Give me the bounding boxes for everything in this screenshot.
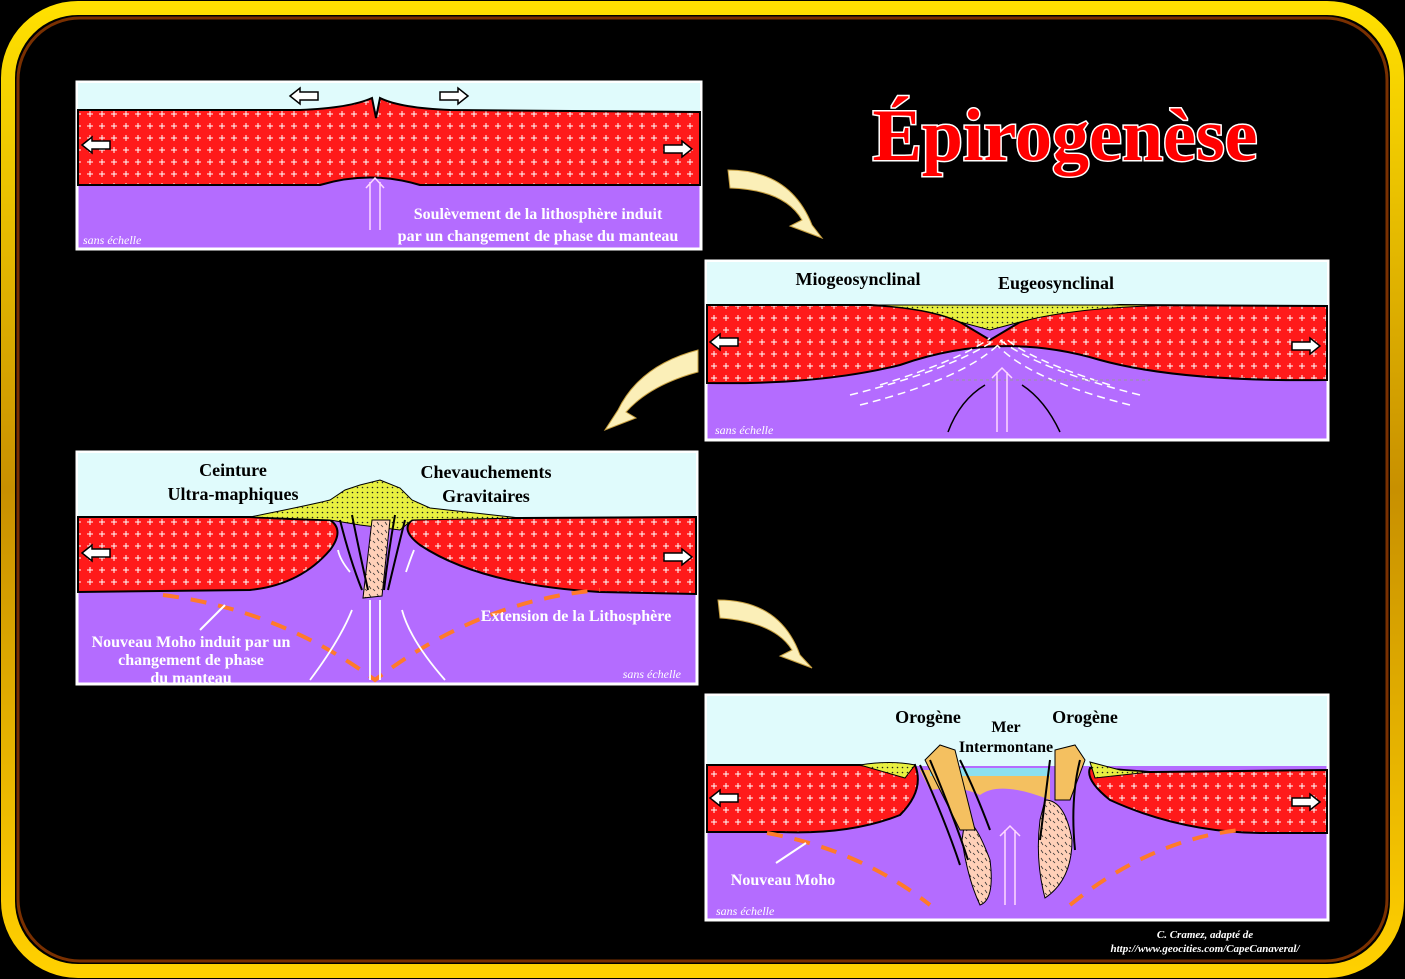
label-ceinture-line-1: Ceinture: [199, 460, 267, 480]
label-eugeosynclinal: Eugeosynclinal: [998, 273, 1114, 293]
label-chevauchements-line-2: Gravitaires: [442, 486, 530, 506]
label-moho-line-1: Nouveau Moho induit par un: [92, 634, 291, 651]
label-moho-line-2: changement de phase: [118, 652, 264, 669]
label-mer-line-1: Mer: [991, 719, 1020, 736]
label-orogene-left: Orogène: [895, 707, 961, 727]
label-miogeosynclinal: Miogeosynclinal: [796, 269, 921, 289]
panel-1-uplift: Soulèvement de la lithosphère induit par…: [75, 80, 703, 251]
curved-arrow-icon: [603, 349, 699, 432]
label-ceinture-line-2: Ultra-maphiques: [167, 484, 298, 504]
curved-arrow-icon: [717, 599, 813, 669]
label-moho-line-3: du manteau: [150, 670, 231, 687]
label-orogene-right: Orogène: [1052, 707, 1118, 727]
panel-2-geosynclinal: Miogeosynclinal Eugeosynclinal sans éche…: [704, 259, 1330, 442]
label-mer-line-2: Intermontane: [959, 739, 1053, 756]
scale-note: sans échelle: [83, 233, 142, 247]
panel-1-caption-line-1: Soulèvement de la lithosphère induit: [414, 206, 663, 223]
credit-line-1: C. Cramez, adapté de: [1157, 929, 1253, 941]
scale-note: sans échelle: [715, 423, 774, 437]
scale-note: sans échelle: [623, 667, 682, 681]
label-extension-lithosphere: Extension de la Lithosphère: [481, 608, 671, 625]
curved-arrow-icon: [727, 169, 824, 240]
label-chevauchements-line-1: Chevauchements: [421, 462, 552, 482]
panel-3-extension: Ceinture Ultra-maphiques Chevauchements …: [75, 450, 699, 687]
panel-1-caption-line-2: par un changement de phase du manteau: [398, 228, 679, 245]
label-nouveau-moho: Nouveau Moho: [731, 872, 835, 889]
panel-4-orogene: Orogène Orogène Mer Intermontane Nouveau…: [704, 693, 1330, 922]
scale-note: sans échelle: [716, 904, 775, 918]
credit-line-2: http://www.geocities.com/CapeCanaveral/: [1110, 943, 1300, 955]
page-title: Épirogenèse: [872, 95, 1257, 177]
